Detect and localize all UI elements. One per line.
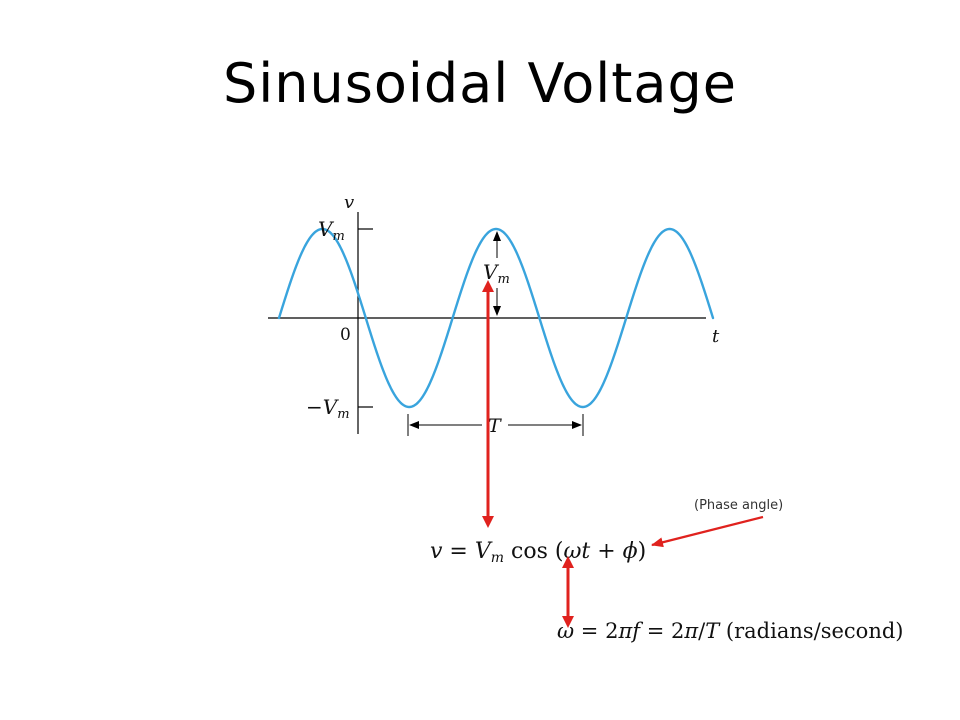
phase-angle-note: (Phase angle) — [694, 498, 783, 513]
voltage-equation: v = Vm cos (ωt + ϕ) — [430, 539, 646, 566]
amplitude-label: Vm — [483, 260, 510, 287]
omega-equation: ω = 2πf = 2π/T (radians/second) — [557, 619, 904, 643]
slide-title: Sinusoidal Voltage — [223, 52, 737, 115]
t-axis-label: t — [712, 326, 720, 347]
origin-label: 0 — [340, 325, 351, 345]
period-label: T — [488, 415, 502, 437]
amplitude-red-arrow-top-head — [482, 280, 494, 292]
amplitude-red-arrow-bottom-head — [482, 516, 494, 528]
neg-vm-tick-label: −Vm — [306, 395, 350, 422]
omega-red-arrow-top-head — [562, 556, 574, 568]
phase-angle-arrow — [651, 515, 764, 548]
v-axis-label: v — [344, 192, 354, 213]
sine-waveform — [277, 227, 715, 409]
vm-tick-label: Vm — [318, 217, 345, 244]
omega-red-arrow-bottom-head — [562, 616, 574, 628]
